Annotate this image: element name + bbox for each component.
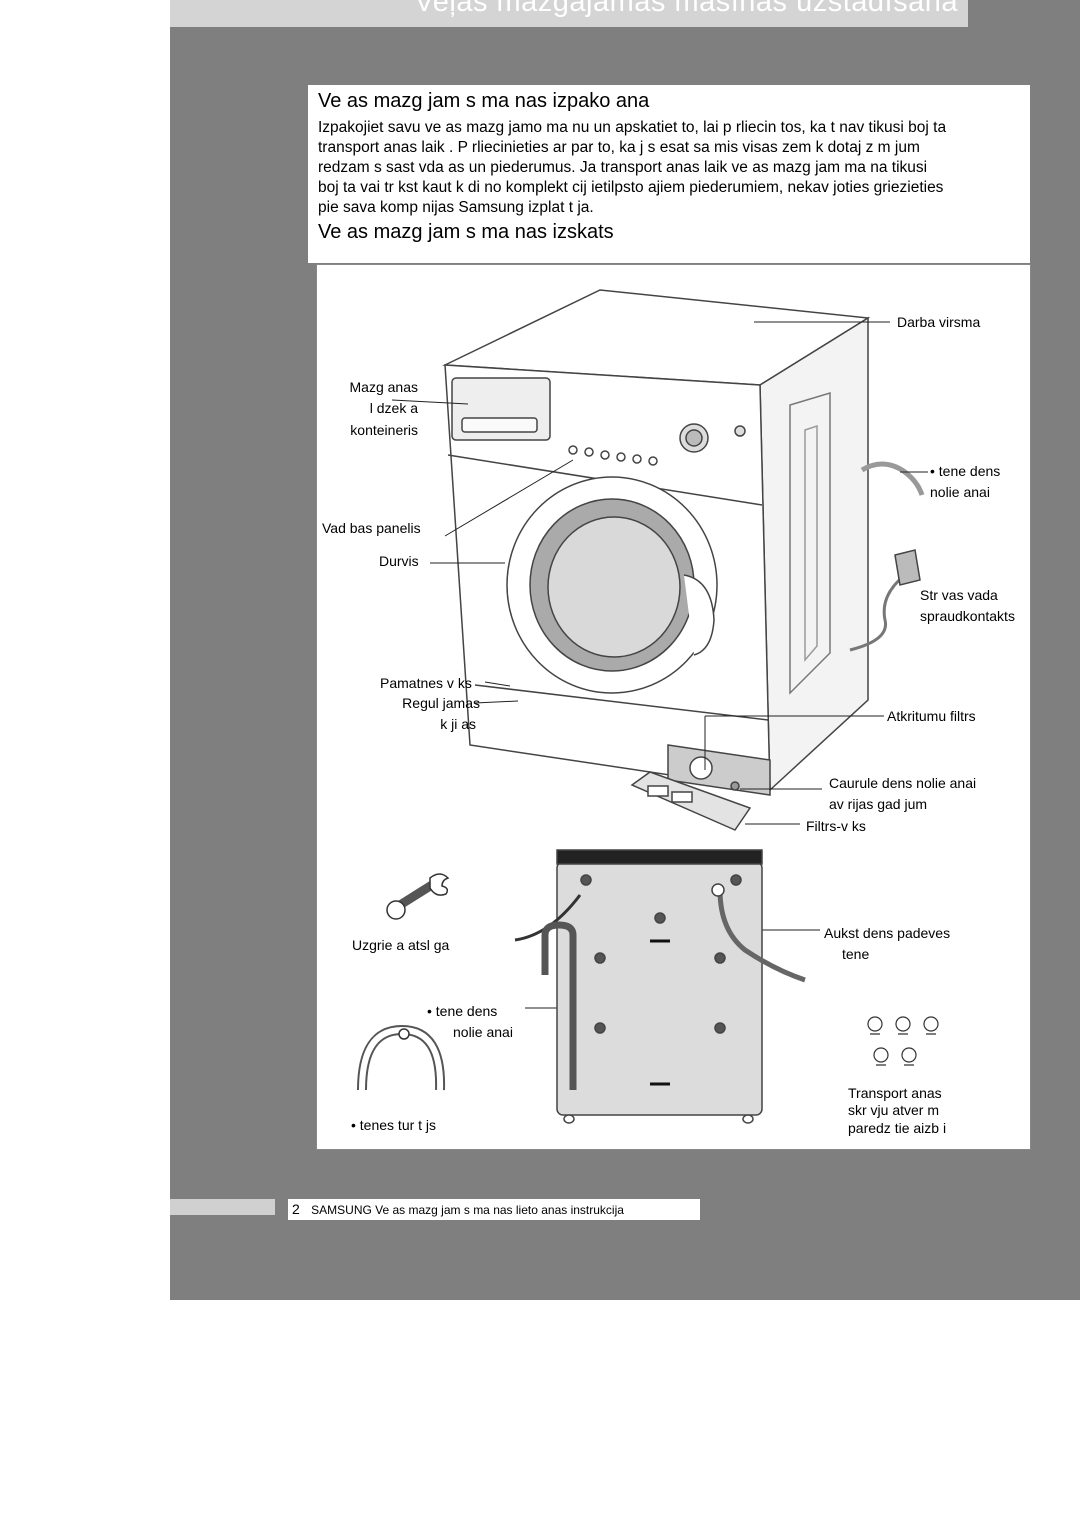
label-drain-hose-line-1: • tene dens — [930, 463, 1001, 479]
label-worktop: Darba virsma — [897, 314, 981, 330]
label-door: Durvis — [379, 553, 419, 569]
label-emergency-tube-line-1: Caurule dens nolie anai — [829, 775, 977, 791]
hose-guide-icon — [357, 1024, 446, 1091]
page-header-bar: Veļas mazgājamās mašīnas uzstādīšana — [170, 0, 968, 27]
label-detergent-line-3: konteineris — [350, 422, 418, 438]
shipping-caps-icon — [867, 1016, 939, 1066]
unpacking-paragraph: Izpakojiet savu ve as mazg jamo ma nu un… — [318, 118, 1038, 218]
label-hot-water-hose-line-1: Aukst dens padeves — [824, 925, 951, 941]
label-power-cord-line-2: spraudkontakts — [920, 608, 1015, 624]
label-emergency-tube-line-2: av rijas gad jum — [829, 796, 928, 812]
page-header-title: Veļas mazgājamās mašīnas uzstādīšana — [414, 0, 958, 18]
label-filter-cover: Filtrs-v ks — [806, 818, 866, 834]
paragraph-line: pie sava komp nijas Samsung izplat t ja. — [318, 199, 594, 216]
unpacking-heading: Ve as mazg jam s ma nas izpako ana — [318, 90, 650, 112]
label-detergent-line-2: l dzek a — [369, 400, 418, 416]
label-detergent-line-1: Mazg anas — [349, 379, 418, 395]
label-drain-hose-2-line-1: • tene dens — [427, 1003, 498, 1019]
label-leveling-feet-line-2: k ji as — [440, 716, 476, 732]
label-debris-filter: Atkritumu filtrs — [887, 708, 976, 724]
spanner-icon — [386, 873, 450, 920]
label-shipping-caps-line-2: skr vju atver m — [848, 1102, 940, 1118]
label-spanner: Uzgrie a atsl ga — [352, 937, 450, 953]
label-shipping-caps-line-1: Transport anas — [848, 1085, 942, 1101]
page-number: 2 — [292, 1201, 300, 1217]
paragraph-line: Izpakojiet savu ve as mazg jamo ma nu un… — [318, 119, 947, 136]
label-control-panel: Vad bas panelis — [322, 520, 421, 536]
footer-tab — [170, 1199, 275, 1215]
paragraph-line: boj ta vai tr kst kaut k di no komplekt … — [318, 179, 944, 196]
label-hot-water-hose-line-2: tene — [842, 946, 870, 962]
label-power-cord-line-1: Str vas vada — [920, 587, 998, 603]
intro-card — [308, 85, 1030, 263]
washer-back-view-icon — [514, 849, 806, 1124]
overview-heading: Ve as mazg jam s ma nas izskats — [318, 221, 614, 243]
paragraph-line: transport anas laik . P rliecinieties ar… — [318, 139, 920, 156]
page-footer: 2 SAMSUNG Ve as mazg jam s ma nas lieto … — [288, 1199, 700, 1220]
label-drain-hose-2-line-2: nolie anai — [453, 1024, 513, 1040]
label-drain-hose-line-2: nolie anai — [930, 484, 990, 500]
label-hose-guide: • tenes tur t js — [351, 1117, 437, 1133]
washing-machine-icon — [442, 289, 925, 831]
label-base-cover: Pamatnes v ks — [380, 675, 472, 691]
label-shipping-caps-line-3: paredz tie aizb i — [848, 1120, 947, 1136]
paragraph-line: redzam s sast vda as un piederumus. Ja t… — [318, 159, 928, 176]
label-leveling-feet-line-1: Regul jamas — [402, 695, 480, 711]
footer-text: SAMSUNG Ve as mazg jam s ma nas lieto an… — [311, 1203, 624, 1217]
